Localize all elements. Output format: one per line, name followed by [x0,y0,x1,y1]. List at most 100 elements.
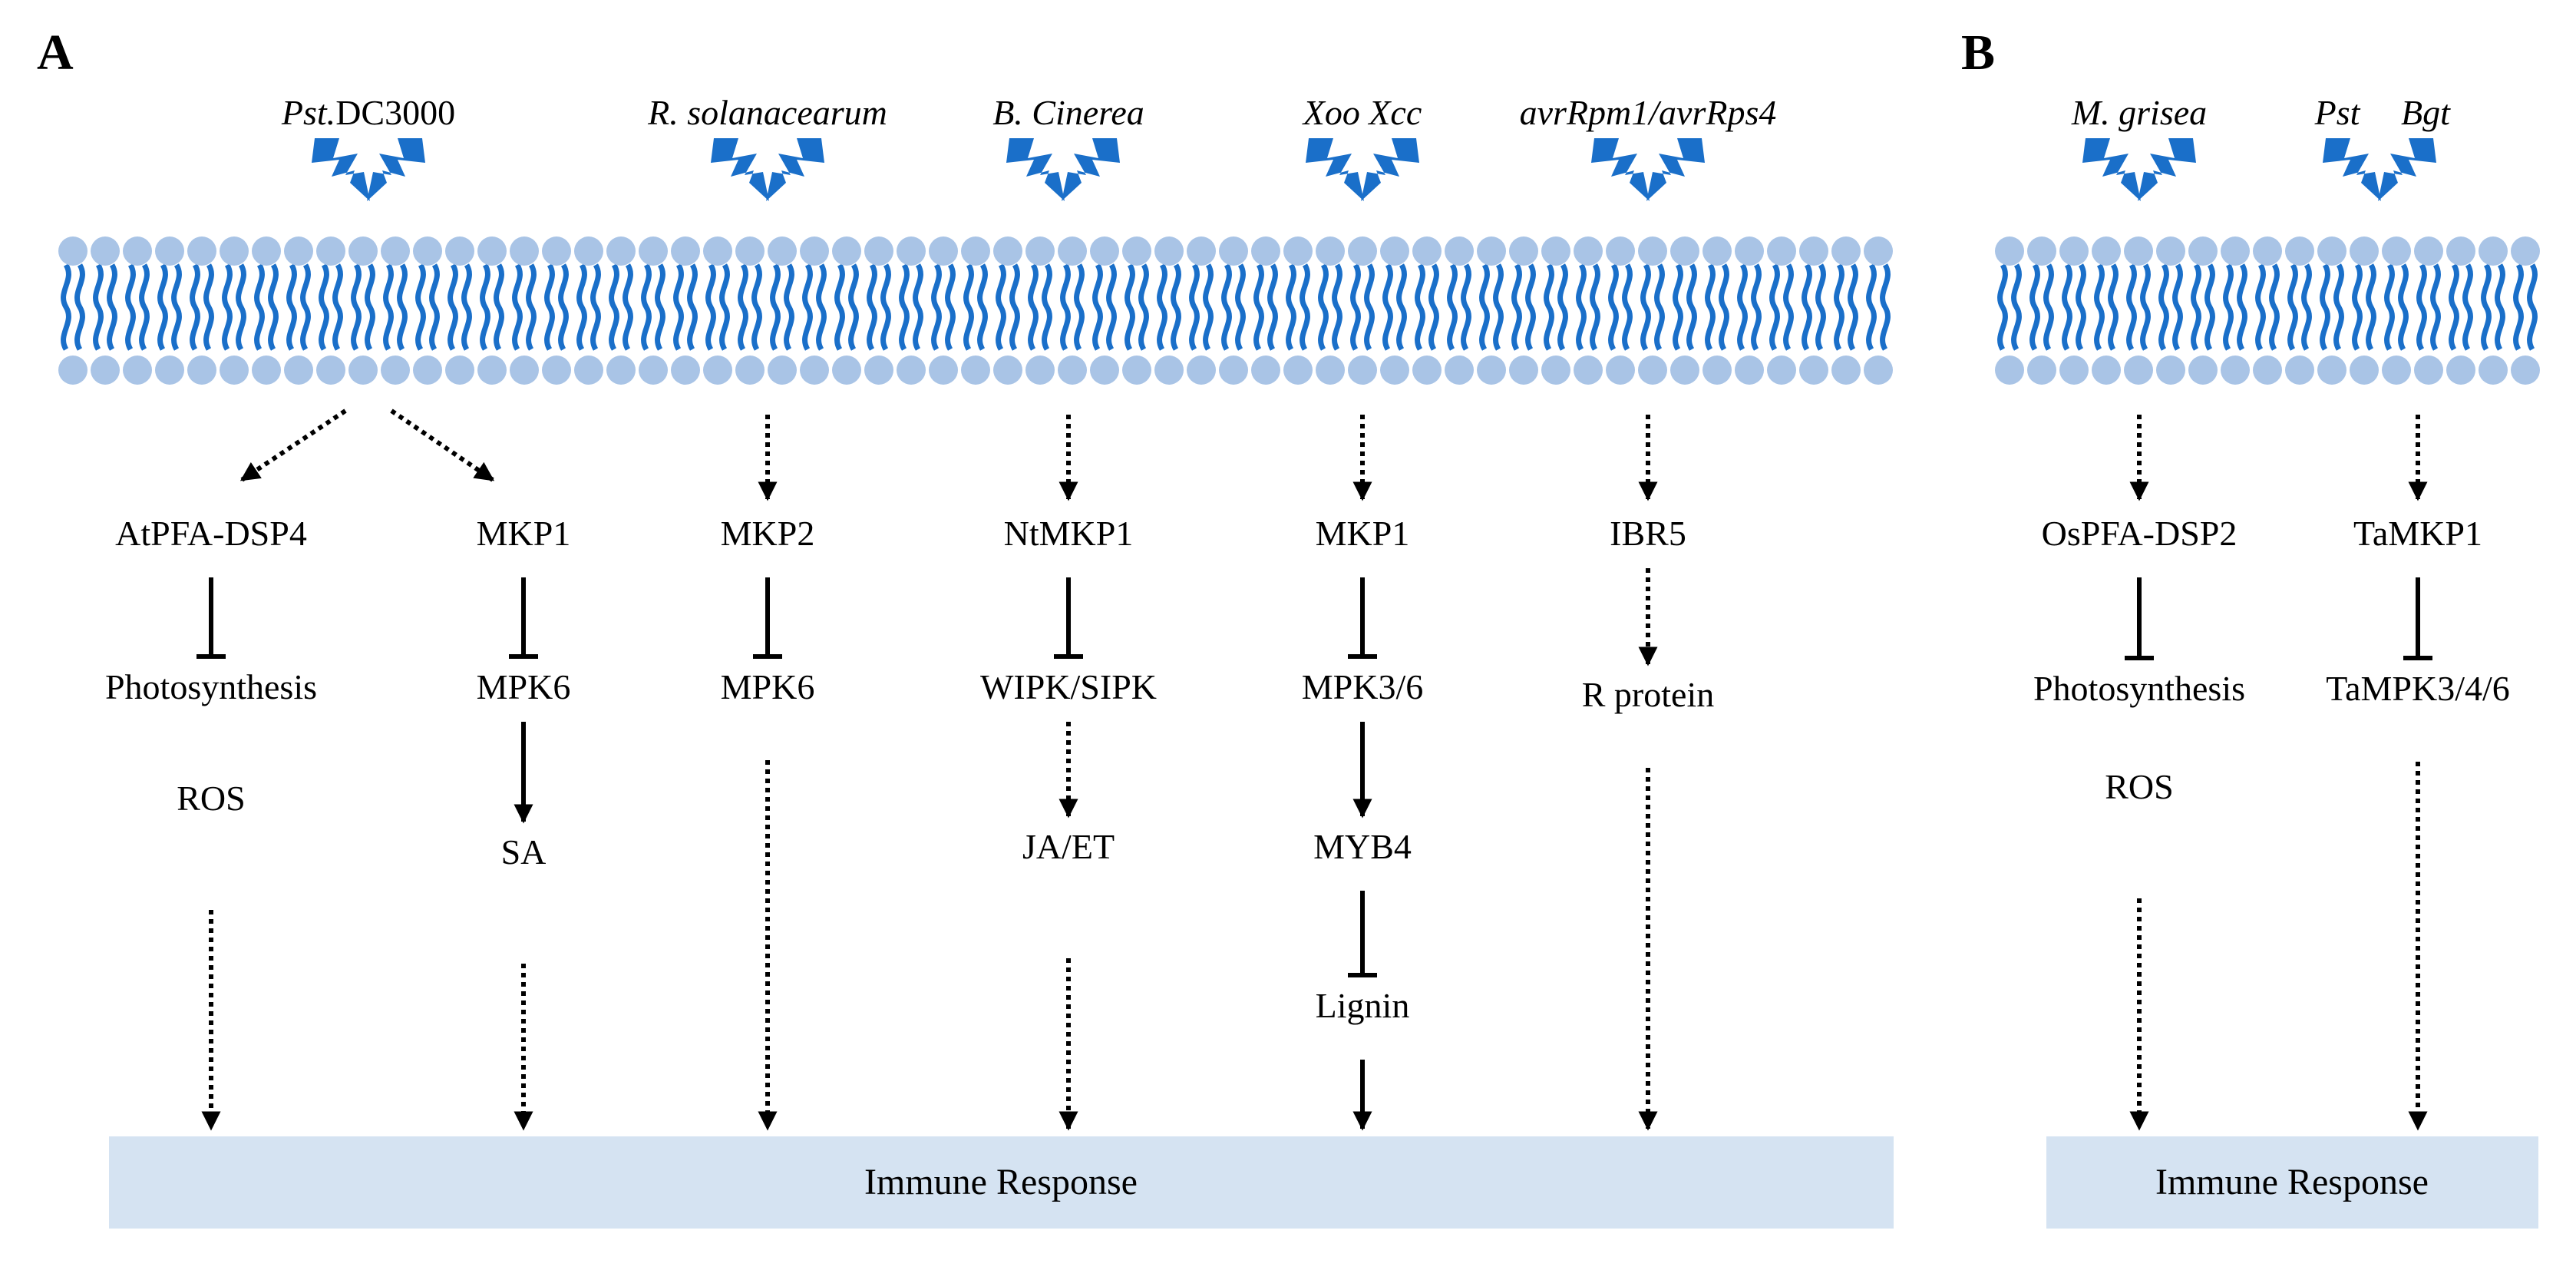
lipid-head-top [510,236,539,266]
lipid-head-top [2253,236,2282,266]
lipid-chain [1203,263,1214,351]
pathogen-label: B. Cinerea [992,93,1144,132]
lipid-chain [899,263,910,351]
lipid-chain [268,263,279,351]
lipid-chain [236,263,246,351]
pathogen-0-4: avrRpm1/avrRps4 [1520,93,1776,201]
pathogen-label: Bgt [2401,93,2451,132]
lipid-head-bottom [477,356,507,385]
lipid-tail [351,263,375,351]
lipid-chain [2287,263,2298,351]
lipid-chain [1415,263,1425,351]
panel-letter-a: A [37,25,74,81]
lipid-head-top [2221,236,2250,266]
lipid-chain [1074,263,1085,351]
membrane-bilayer-a [58,236,1893,385]
lipid-head-bottom [1864,356,1893,385]
lipid-head-top [1735,236,1764,266]
lipid-chain [2481,263,2492,351]
lipid-tail [1028,263,1052,351]
lipid-chain [319,263,329,351]
lipid-chain [1350,263,1361,351]
lipid-chain [2255,263,2266,351]
pathogen-1-0: M. grisea [2071,93,2207,201]
pathway-node: MYB4 [1313,827,1412,866]
lipid-head-bottom [639,356,668,385]
lipid-chain [1557,263,1568,351]
lipid-tail [2513,263,2538,351]
bolt-shape [1361,138,1419,201]
lipid-chain [1028,263,1039,351]
lipid-head-bottom [91,356,120,385]
lipid-head-bottom [832,356,861,385]
lipid-chain [429,263,440,351]
lipid-head-top [1670,236,1699,266]
lipid-tail [2255,263,2280,351]
pathway-node: ROS [2105,767,2173,806]
pathway-node: NtMKP1 [1004,514,1134,553]
lipid-head-top [832,236,861,266]
lipid-chain [558,263,569,351]
lightning-bolt-icon [2138,138,2196,201]
lipid-tail [415,263,440,351]
lipid-chain [1318,263,1329,351]
lipid-tail [1997,263,2022,351]
lipid-chain [332,263,343,351]
lipid-chain [2062,263,2072,351]
lipid-chain [286,263,297,351]
lipid-tail [1479,263,1504,351]
lipid-tail [705,263,730,351]
lipid-chain [751,263,762,351]
lipid-chain [1673,263,1683,351]
lipid-tail [1221,263,1246,351]
lipid-chain [2223,263,2234,351]
lipid-head-top [961,236,990,266]
lipid-chain [1705,263,1716,351]
lipid-chain [1783,263,1794,351]
cell-membrane [58,236,2540,385]
lipid-head-bottom [2253,356,2282,385]
lipid-chain [397,263,408,351]
lipid-head-bottom [1509,356,1538,385]
lipid-tail [2352,263,2376,351]
lipid-tail [899,263,923,351]
lipid-head-top [1541,236,1570,266]
lipid-tail [1866,263,1891,351]
lipid-chain [1866,263,1877,351]
lipid-head-bottom [1702,356,1732,385]
lipid-head-bottom [123,356,152,385]
lipid-tail [512,263,537,351]
lightning-bolt-icon [2323,138,2381,201]
lipid-head-top [639,236,668,266]
membrane-bilayer-b [1995,236,2540,385]
lipid-tail [2384,263,2409,351]
lipid-chain [2366,263,2376,351]
pathway-node: Photosynthesis [2033,669,2245,708]
lipid-tail [1673,263,1697,351]
lipid-tail [2481,263,2505,351]
lipid-head-top [187,236,216,266]
bolt-shape [1646,138,1705,201]
lipid-chain [1106,263,1117,351]
lipid-chain [2449,263,2459,351]
pathogen-label: Pst.DC3000 [281,93,455,132]
lipid-head-top [2479,236,2508,266]
lipid-head-top [1380,236,1409,266]
lipid-chain [2204,263,2215,351]
lipid-chain [365,263,375,351]
lipid-chain [1428,263,1439,351]
lipid-head-bottom [510,356,539,385]
lipid-tail [190,263,214,351]
lipid-chain [480,263,490,351]
lipid-chain [719,263,730,351]
lipid-head-bottom [1412,356,1442,385]
lipid-chain [2191,263,2201,351]
lipid-tail [319,263,343,351]
lipid-tail [1382,263,1407,351]
lipid-chain [1267,263,1278,351]
lipid-head-bottom [1058,356,1087,385]
